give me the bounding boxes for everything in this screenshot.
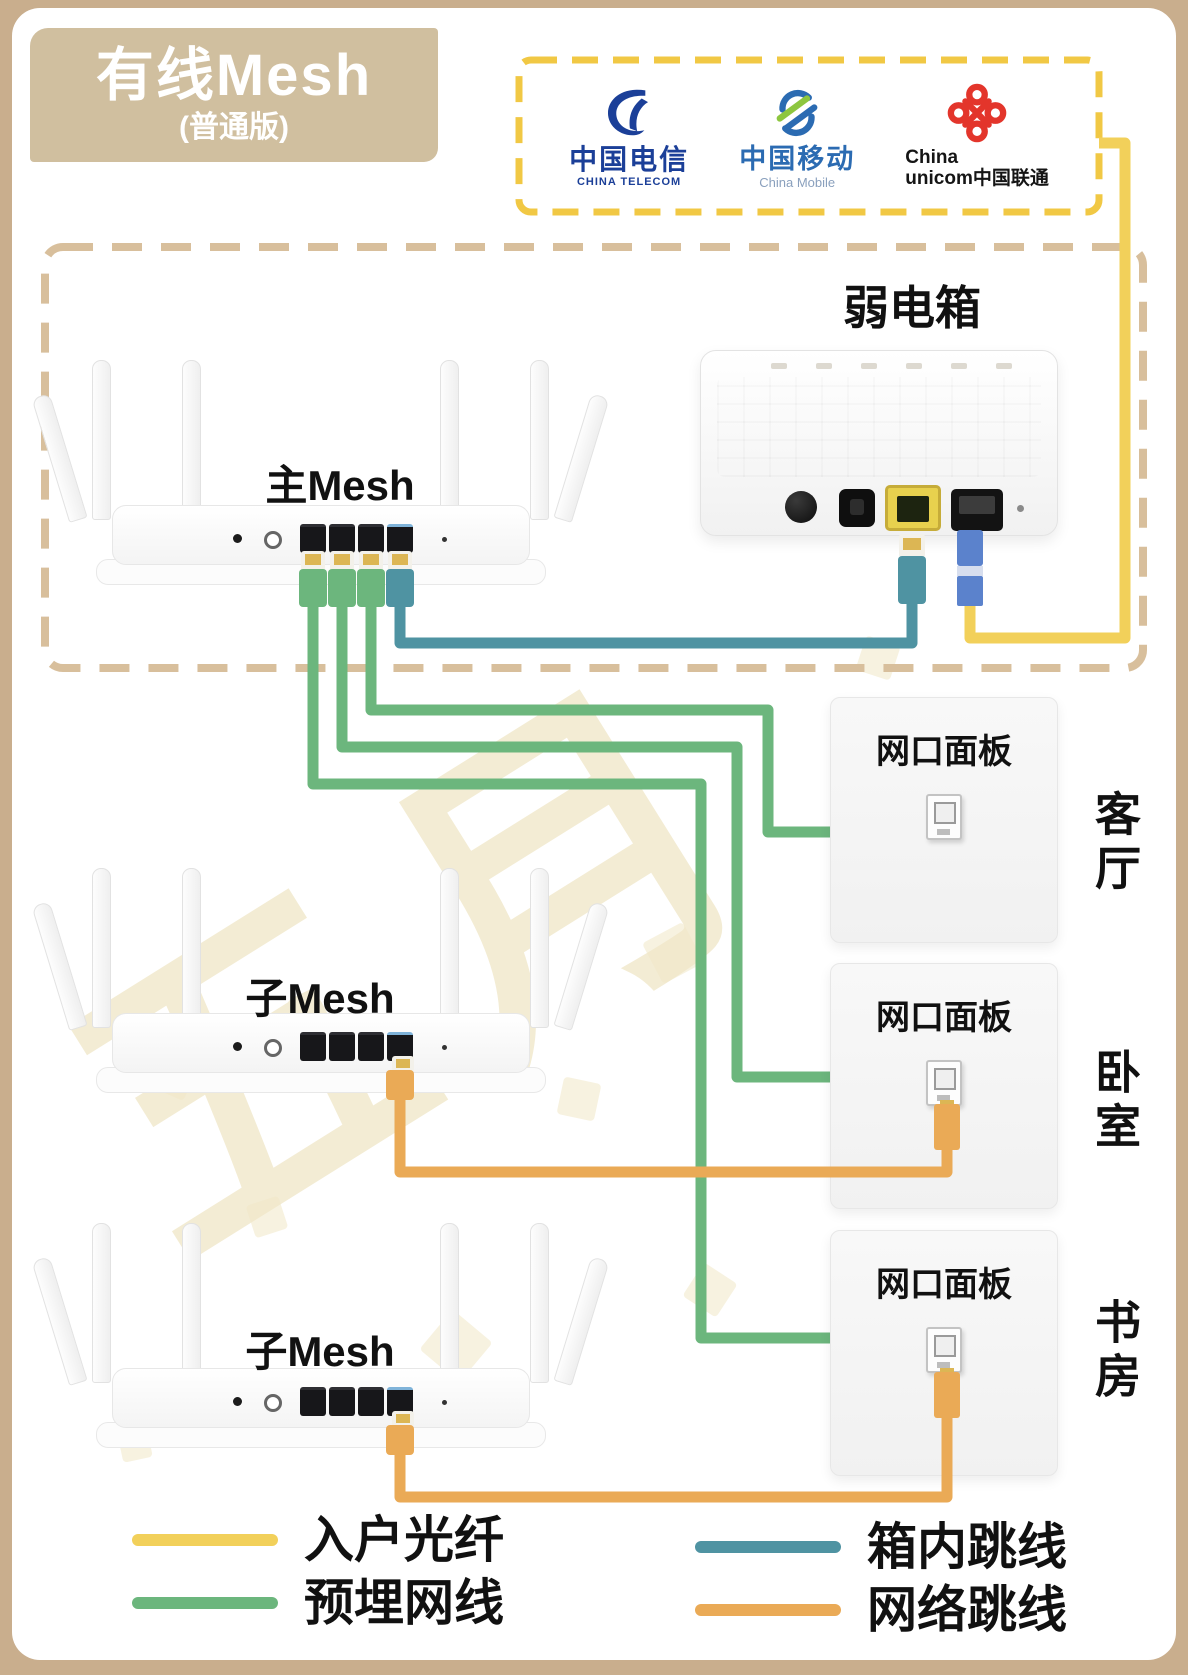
antenna [92, 1223, 111, 1383]
poster-title: 有线Mesh [95, 43, 373, 108]
lan-port [358, 1387, 384, 1416]
china-telecom-cn: 中国电信 [569, 144, 690, 175]
room-label-living-room: 客厅 [1089, 790, 1141, 898]
room-label-bedroom: 卧室 [1089, 1048, 1141, 1156]
modem-led [906, 363, 922, 369]
china-unicom-text: China unicom中国联通 [905, 148, 1049, 189]
antenna [530, 868, 549, 1028]
legend-label-net-jumper: 网络跳线 [867, 1582, 1067, 1638]
legend-label-fiber: 入户光纤 [304, 1512, 504, 1568]
main-mesh-label: 主Mesh [265, 462, 415, 509]
wall-panel-living-room: 网口面板 [830, 697, 1058, 943]
wan-port [387, 524, 413, 553]
ethernet-jack [926, 1327, 962, 1373]
legend-item-box-jumper: 箱内跳线 [695, 1522, 1067, 1572]
lan-port [329, 1387, 355, 1416]
antenna [31, 1256, 88, 1386]
lan-port [358, 1032, 384, 1061]
reset-button [264, 1394, 282, 1412]
china-unicom-line1: China [905, 147, 959, 169]
china-telecom-en: CHINA TELECOM [576, 176, 682, 188]
lan-port [300, 1032, 326, 1061]
china-telecom-icon [608, 89, 649, 136]
isp-box: 中国电信 CHINA TELECOM 中国移动 China Mobile [519, 60, 1099, 212]
pinhole [442, 537, 447, 542]
wall-panel-title: 网口面板 [876, 733, 1012, 771]
wall-panel-bedroom: 网口面板 [830, 963, 1058, 1209]
optical-modem [700, 350, 1058, 536]
lan-port [358, 524, 384, 553]
power-port [233, 1397, 242, 1406]
lan-port [329, 524, 355, 553]
weak-box-label: 弱电箱 [843, 282, 981, 334]
modem-led [816, 363, 832, 369]
modem-led [861, 363, 877, 369]
antenna [92, 360, 111, 520]
antenna [530, 360, 549, 520]
wan-port [387, 1032, 413, 1061]
legend-swatch-box-jumper [695, 1541, 841, 1553]
china-mobile-en: China Mobile [759, 174, 836, 190]
sub-mesh-1-label: 子Mesh [245, 975, 395, 1022]
wall-panel-title: 网口面板 [876, 1266, 1012, 1304]
legend-label-embedded: 预埋网线 [304, 1575, 504, 1631]
pinhole [442, 1400, 447, 1405]
sub-mesh-2-label: 子Mesh [245, 1328, 395, 1375]
antenna [31, 901, 88, 1031]
legend-swatch-fiber [132, 1534, 278, 1546]
china-telecom-logo: 中国电信 CHINA TELECOM [569, 84, 689, 188]
legend-item-net-jumper: 网络跳线 [695, 1585, 1067, 1635]
modem-fiber-port [951, 489, 1003, 531]
china-mobile-cn: 中国移动 [739, 143, 856, 174]
antenna [31, 393, 88, 523]
room-label-study: 书房 [1089, 1298, 1141, 1406]
reset-button [264, 531, 282, 549]
china-unicom-icon [947, 84, 1007, 143]
legend-label-box-jumper: 箱内跳线 [867, 1519, 1067, 1575]
lan-port [300, 1387, 326, 1416]
china-unicom-line2: unicom中国联通 [905, 168, 1049, 189]
china-mobile-icon [776, 89, 818, 136]
title-badge: 有线Mesh (普通版) [30, 28, 438, 162]
antenna [92, 868, 111, 1028]
wan-port [387, 1387, 413, 1416]
china-unicom-logo: China unicom中国联通 [905, 82, 1049, 189]
modem-led [996, 363, 1012, 369]
ethernet-jack [926, 1060, 962, 1106]
wall-panel-title: 网口面板 [876, 999, 1012, 1037]
legend-item-fiber: 入户光纤 [132, 1515, 504, 1565]
antenna [530, 1223, 549, 1383]
lan-port [300, 524, 326, 553]
modem-lan-port [885, 485, 941, 531]
modem-power-button [785, 491, 817, 523]
wall-panel-study: 网口面板 [830, 1230, 1058, 1476]
lan-port [329, 1032, 355, 1061]
modem-dc-jack [839, 489, 875, 527]
modem-pinhole [1017, 505, 1024, 512]
power-port [233, 534, 242, 543]
reset-button [264, 1039, 282, 1057]
legend-swatch-net-jumper [695, 1604, 841, 1616]
legend-swatch-embedded [132, 1597, 278, 1609]
modem-led [771, 363, 787, 369]
china-mobile-logo: 中国移动 China Mobile [739, 84, 855, 189]
modem-texture [717, 377, 1041, 477]
poster-subtitle: (普通版) [179, 111, 289, 144]
modem-led [951, 363, 967, 369]
power-port [233, 1042, 242, 1051]
pinhole [442, 1045, 447, 1050]
ethernet-jack [926, 794, 962, 840]
legend-item-embedded: 预埋网线 [132, 1578, 504, 1628]
